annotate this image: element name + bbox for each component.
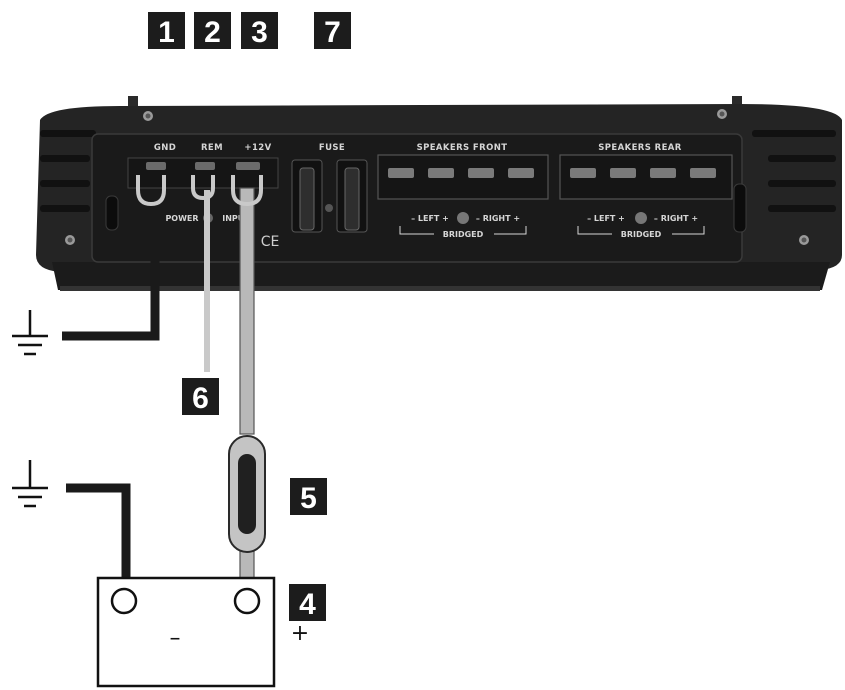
battery-ground-wire — [66, 483, 131, 590]
svg-text:1: 1 — [158, 16, 175, 49]
badge-6: 6 — [182, 378, 219, 415]
battery-plus-label: + — [291, 621, 309, 646]
ground-symbol-icon — [12, 310, 48, 356]
gnd-label: GND — [154, 143, 176, 153]
badge-5: 5 — [290, 478, 327, 515]
rem-label: REM — [201, 143, 223, 153]
terminal-screws — [146, 162, 260, 170]
svg-text:5: 5 — [300, 482, 317, 515]
badge-7: 7 — [314, 12, 351, 49]
speaker-terminals-rear — [559, 154, 733, 200]
power-label: POWER — [165, 214, 198, 223]
battery: – + — [96, 576, 309, 688]
rear-right-label: – RIGHT + — [654, 214, 698, 223]
badge-1: 1 — [148, 12, 185, 49]
speakers-rear-label: SPEAKERS REAR — [598, 143, 681, 153]
speaker-terminals-front — [377, 154, 549, 200]
screw-icon — [65, 109, 809, 245]
fuse-label: FUSE — [319, 143, 345, 153]
speakers-front-label: SPEAKERS FRONT — [417, 143, 508, 153]
rear-bridged-label: BRIDGED — [621, 230, 662, 239]
battery-minus-label: – — [170, 626, 181, 651]
svg-text:4: 4 — [299, 588, 316, 621]
svg-text:2: 2 — [204, 16, 221, 49]
ce-mark: CE — [261, 234, 280, 250]
svg-text:7: 7 — [324, 16, 341, 49]
front-right-label: – RIGHT + — [476, 214, 520, 223]
fuse-icon — [291, 159, 368, 233]
svg-text:6: 6 — [192, 382, 209, 415]
badge-2: 2 — [194, 12, 231, 49]
cable-lug-icon — [136, 175, 263, 207]
input-label: INPUT — [222, 214, 250, 223]
front-bridged-label: BRIDGED — [443, 230, 484, 239]
svg-text:3: 3 — [251, 16, 268, 49]
badge-3: 3 — [241, 12, 278, 49]
inline-fuse-holder — [228, 435, 266, 553]
rear-left-label: – LEFT + — [587, 214, 625, 223]
front-left-label: – LEFT + — [411, 214, 449, 223]
plus12v-label: +12V — [244, 143, 271, 153]
heatsink-fins-left — [40, 130, 96, 212]
heatsink-fins-right — [752, 130, 836, 212]
badge-4: 4 — [289, 584, 326, 621]
ground-symbol-icon — [12, 460, 48, 508]
ground-wire — [62, 190, 160, 341]
